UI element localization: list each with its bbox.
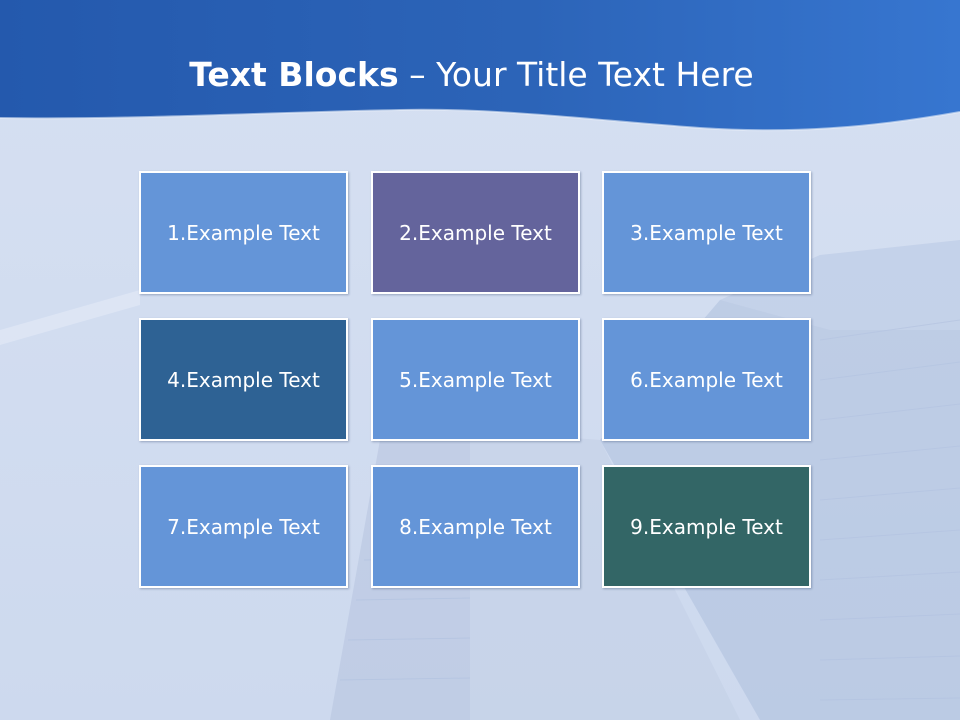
text-block-7[interactable]: 7.Example Text: [139, 465, 348, 588]
text-block-9[interactable]: 9.Example Text: [602, 465, 811, 588]
text-block-label: 9.Example Text: [630, 514, 783, 539]
text-block-label: 6.Example Text: [630, 367, 783, 392]
title-dash: –: [398, 55, 437, 94]
text-block-1[interactable]: 1.Example Text: [139, 171, 348, 294]
text-block-label: 4.Example Text: [167, 367, 320, 392]
text-block-label: 7.Example Text: [167, 514, 320, 539]
text-block-3[interactable]: 3.Example Text: [602, 171, 811, 294]
text-block-label: 1.Example Text: [167, 220, 320, 245]
slide-title: Text Blocks – Your Title Text Here: [0, 52, 943, 98]
text-block-6[interactable]: 6.Example Text: [602, 318, 811, 441]
text-block-4[interactable]: 4.Example Text: [139, 318, 348, 441]
text-block-label: 5.Example Text: [399, 367, 552, 392]
title-rest-text: Your Title Text Here: [436, 55, 754, 94]
text-block-label: 3.Example Text: [630, 220, 783, 245]
text-block-label: 8.Example Text: [399, 514, 552, 539]
header-band: [0, 0, 960, 131]
text-block-5[interactable]: 5.Example Text: [371, 318, 580, 441]
title-bold-text: Text Blocks: [189, 55, 399, 94]
text-block-8[interactable]: 8.Example Text: [371, 465, 580, 588]
text-block-label: 2.Example Text: [399, 220, 552, 245]
text-block-2[interactable]: 2.Example Text: [371, 171, 580, 294]
